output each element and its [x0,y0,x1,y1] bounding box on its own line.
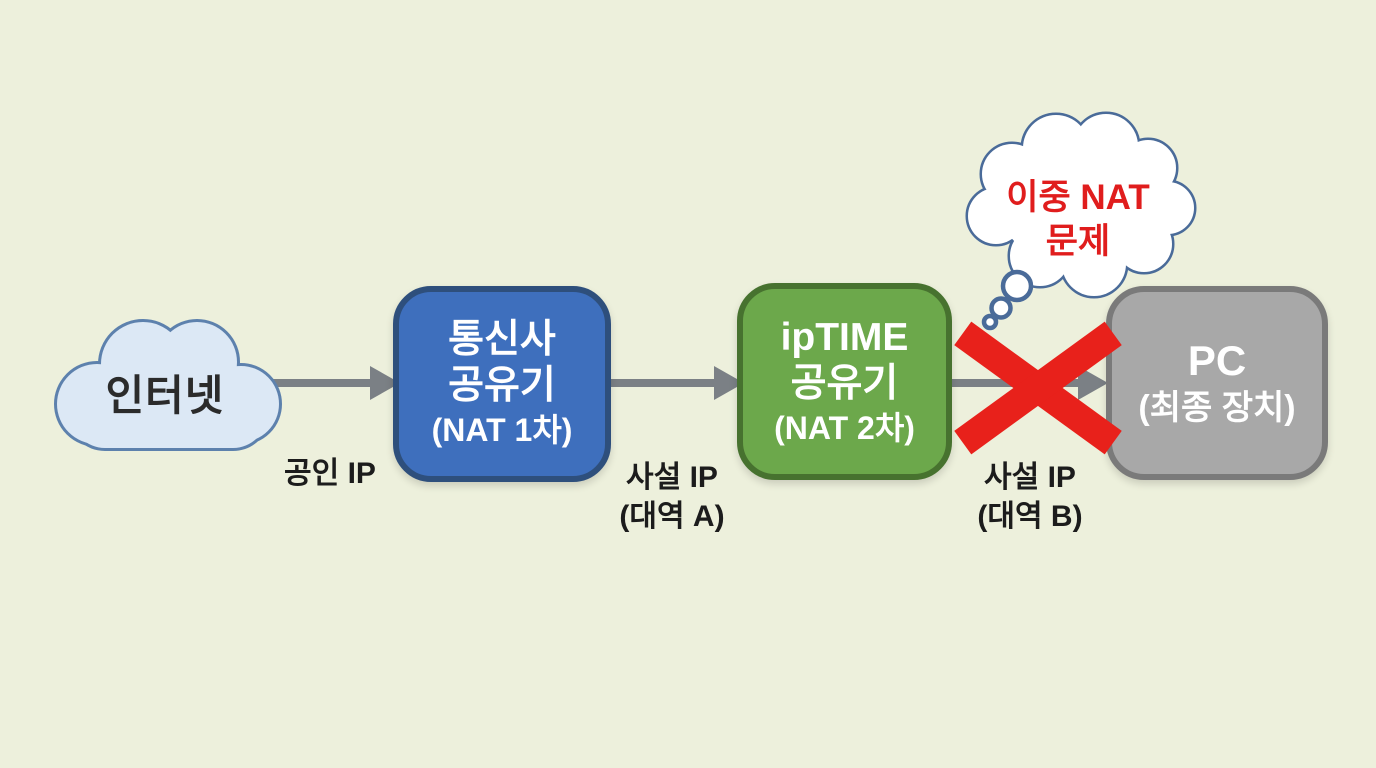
isp-router-line1: 통신사 [448,318,556,361]
iptime-router-line1: ipTIME [780,315,909,359]
double-nat-thought-bubble: 이중 NAT 문제 [956,110,1200,344]
public-ip-label: 공인 IP [220,454,440,493]
thought-line2: 문제 [1045,222,1111,261]
internet-label: 인터넷 [105,372,225,419]
isp-router-line2: 공유기 [448,364,556,407]
cloud-icon [54,319,282,451]
private-ip-a-line2: (대역 A) [619,500,725,533]
private-ip-b-label: 사설 IP (대역 B) [920,458,1140,536]
arrowhead-internet-to-isp [370,366,400,400]
private-ip-b-line1: 사설 IP [984,461,1076,494]
pc-line2: (최종 장치) [1138,389,1296,427]
arrowhead-iptime-to-pc [1078,366,1108,400]
private-ip-a-line1: 사설 IP [626,461,718,494]
pc-line1: PC [1187,337,1247,384]
internet-cloud-node: 인터넷 [45,312,285,462]
public-ip-text: 공인 IP [284,457,376,490]
pc-node: PC (최종 장치) [1106,286,1328,480]
thought-bubble-icon [965,111,1197,331]
isp-router-line3: (NAT 1차) [431,412,573,448]
iptime-router-line3: (NAT 2차) [774,409,915,446]
iptime-router-node: ipTIME 공유기 (NAT 2차) [737,283,952,480]
private-ip-b-line2: (대역 B) [977,500,1083,533]
double-nat-problem-text: 이중 NAT 문제 [956,176,1200,264]
thought-bubble-tail [981,269,1034,331]
isp-router-node: 통신사 공유기 (NAT 1차) [393,286,611,482]
private-ip-a-label: 사설 IP (대역 A) [562,458,782,536]
arrowhead-isp-to-iptime [714,366,744,400]
iptime-router-line2: 공유기 [790,361,899,405]
thought-line1: 이중 NAT [1006,178,1150,217]
